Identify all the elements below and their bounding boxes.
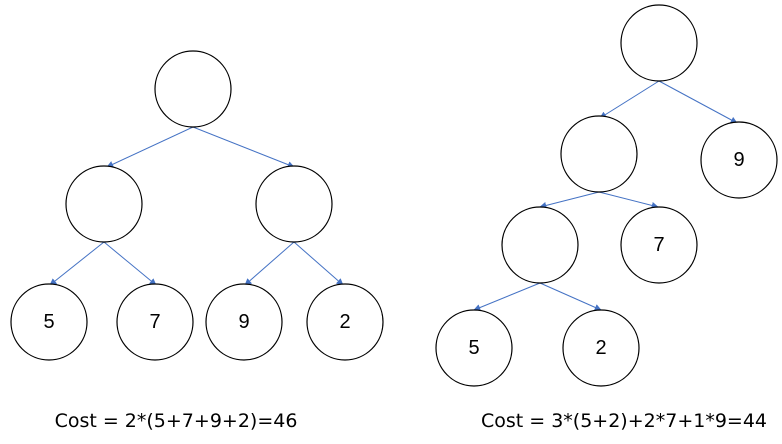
edge-left-5	[49, 241, 105, 286]
cost-formula-left: Cost = 2*(5+7+9+2)=46	[55, 410, 298, 432]
edge-root-internal	[599, 80, 660, 119]
leaf-label: 7	[149, 311, 160, 333]
edge-right-2	[293, 241, 344, 286]
leaf-node-5: 5	[10, 283, 88, 361]
tree-node-root	[154, 50, 232, 128]
edge-root-left	[106, 126, 194, 168]
tree-node-internal-lower	[501, 206, 579, 284]
leaf-node-7: 7	[116, 283, 194, 361]
edge-left-7	[103, 241, 157, 286]
edge-internal-2	[539, 282, 602, 311]
leaf-label: 2	[595, 337, 606, 359]
edge-internal-7	[598, 191, 659, 209]
leaf-label: 7	[653, 234, 664, 256]
leaf-label: 5	[43, 311, 54, 333]
leaf-node-2: 2	[306, 283, 384, 361]
leaf-node-5: 5	[435, 309, 513, 387]
edge-root-9	[658, 80, 738, 124]
tree-node-root	[620, 4, 698, 82]
leaf-node-7: 7	[620, 206, 698, 284]
leaf-label: 5	[468, 337, 479, 359]
cost-formula-right: Cost = 3*(5+2)+2*7+1*9=44	[481, 410, 767, 432]
leaf-node-9: 9	[205, 283, 283, 361]
leaf-node-2: 2	[562, 309, 640, 387]
tree-node-internal-left	[65, 165, 143, 243]
tree-node-internal-right	[255, 165, 333, 243]
edge-internal-internal	[539, 191, 600, 209]
leaf-node-9: 9	[700, 121, 778, 199]
edge-internal-5	[473, 282, 541, 311]
edge-right-9	[244, 241, 295, 286]
leaf-label: 9	[733, 149, 744, 171]
tree-right: 9 7 5 2 Cost = 3*(5+2)+2*7+1*9=44	[435, 4, 778, 432]
edge-root-right	[192, 126, 295, 168]
tree-left: 5 7 9 2 Cost = 2*(5+7+9+2)=46	[10, 50, 384, 432]
leaf-label: 2	[339, 311, 350, 333]
tree-node-internal-upper	[560, 115, 638, 193]
leaf-label: 9	[238, 311, 249, 333]
